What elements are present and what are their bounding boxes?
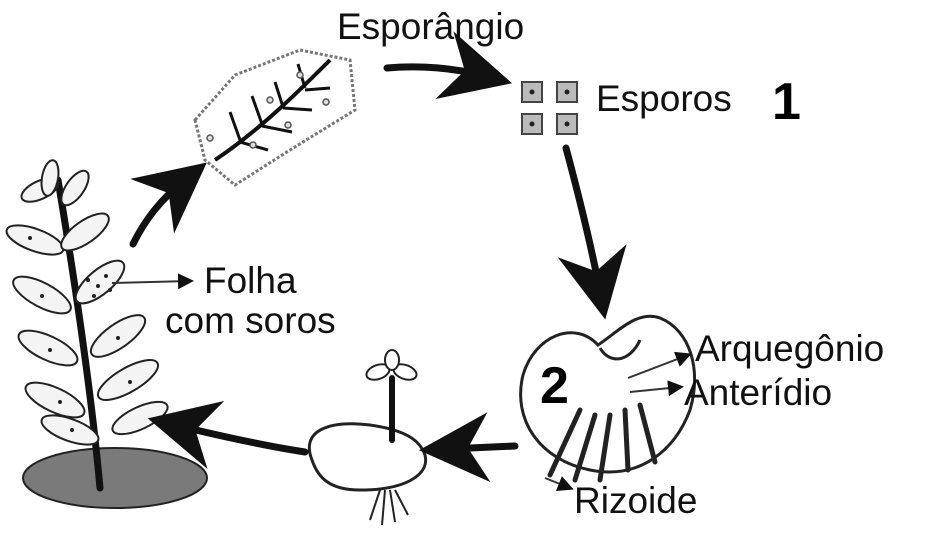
- pointer-leaf: [111, 273, 194, 290]
- sporangium-label: Esporângio: [337, 6, 525, 47]
- step-1-marker: 1: [772, 73, 801, 131]
- step-2-marker: 2: [540, 357, 569, 415]
- young-sporophyte: [307, 349, 428, 526]
- arrow-sporangium-to-spores: [383, 31, 513, 100]
- sori-dots: [28, 236, 132, 432]
- arrow-young-to-fern: [147, 400, 309, 469]
- leaf-segment-sporangia: [193, 48, 357, 187]
- soil-mound: [22, 447, 208, 509]
- arrow-fern-to-leaf: [129, 162, 207, 248]
- antheridium-label: Anterídio: [684, 372, 833, 413]
- spores-label: Esporos: [596, 78, 732, 119]
- pointer-arrows: [111, 273, 692, 491]
- pointer-antheridium: [629, 380, 684, 397]
- rhizoid-label: Rizoide: [574, 480, 698, 521]
- rhizoid-strands: [547, 402, 658, 483]
- fern-leaflets: [5, 159, 169, 446]
- arrow-prothallus-to-young: [419, 412, 519, 483]
- fern-stem: [54, 176, 104, 492]
- arrow-spores-to-prothallus: [557, 144, 627, 320]
- archegonium-label: Arquegônio: [695, 328, 885, 369]
- leaf-with-sori-label-line2: com soros: [165, 300, 336, 341]
- leaf-with-sori-label-line1: Folha: [204, 260, 297, 301]
- prothallus-gametophyte: [519, 314, 697, 483]
- spores-squares: [521, 81, 578, 135]
- prothallus-body: [519, 314, 697, 474]
- cycle-arrows: [129, 31, 627, 483]
- pointer-rhizoid: [544, 476, 574, 491]
- pointer-archegonium: [627, 351, 692, 379]
